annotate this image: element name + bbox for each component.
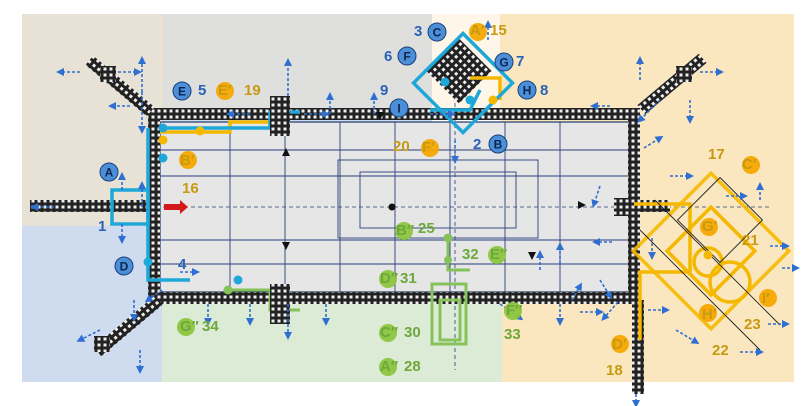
zone-yellow-left (22, 14, 162, 226)
marker-b-prime: B′ (180, 152, 195, 169)
svg-text:I: I (397, 102, 400, 116)
arrow-34 (591, 185, 601, 208)
marker-g-prime: G′ (702, 218, 718, 235)
marker-a-double-prime: A″ (380, 358, 399, 375)
marker-f-double-prime: F″ (506, 302, 523, 319)
arrow-36 (599, 279, 613, 300)
marker-d-double-prime: D″ (380, 270, 399, 287)
step-3: 3 (414, 23, 423, 40)
marker-badge-0 (469, 23, 487, 41)
step-5: 5 (198, 82, 207, 99)
step-18: 18 (606, 362, 623, 379)
marker-e-prime: E′ (218, 82, 232, 99)
step-2: 2 (473, 136, 482, 153)
direction-arrows (30, 20, 800, 406)
marker-a: A (99, 162, 119, 182)
step-22: 22 (712, 342, 729, 359)
step-32: 32 (462, 246, 479, 263)
marker-f: F (397, 46, 417, 66)
cyan-path (110, 31, 515, 282)
step-31: 31 (400, 270, 417, 287)
arrow-42 (601, 301, 619, 322)
step-4: 4 (178, 256, 187, 273)
step-25: 25 (418, 220, 435, 237)
marker-h-prime: H′ (702, 306, 717, 323)
marker-e-double-prime: E″ (490, 246, 508, 263)
step-7: 7 (516, 53, 525, 70)
step-28: 28 (404, 358, 421, 375)
step-6: 6 (384, 48, 393, 65)
marker-e: E (172, 81, 192, 101)
marker-i-prime: I′ (762, 290, 770, 307)
svg-text:F: F (403, 50, 410, 64)
marker-g-double-prime: G″ (180, 318, 199, 335)
svg-text:H: H (523, 84, 532, 98)
marker-badge-6 (700, 218, 718, 236)
arrow-32 (643, 135, 664, 149)
marker-badge-15 (177, 318, 195, 336)
step-23: 23 (744, 316, 761, 333)
step-1: 1 (98, 218, 107, 235)
marker-badge-8 (759, 289, 777, 307)
marker-b: B (488, 134, 508, 154)
truss-south-arm (632, 300, 644, 394)
step-30: 30 (404, 324, 421, 341)
step-16: 16 (182, 180, 199, 197)
orange-diamond-structure (160, 76, 792, 340)
marker-b-double-prime: B″ (396, 222, 415, 239)
truss-west-arm (30, 200, 148, 212)
marker-c-prime: C′ (742, 156, 757, 173)
step-21: 21 (742, 232, 759, 249)
marker-d-prime: D′ (612, 336, 627, 353)
arrow-45 (675, 329, 700, 345)
marker-badge-12 (379, 270, 397, 288)
marker-h: H (517, 80, 537, 100)
marker-badge-4 (216, 82, 234, 100)
marker-c-double-prime: C″ (380, 324, 399, 341)
step-20: 20 (393, 138, 410, 155)
marker-badge-13 (488, 246, 506, 264)
marker-badge-14 (504, 302, 522, 320)
truss-bottom (160, 292, 630, 304)
svg-text:E: E (178, 85, 186, 99)
marker-i: I (389, 98, 409, 118)
step-33: 33 (504, 326, 521, 343)
marker-badge-7 (699, 304, 717, 322)
red-arrow (164, 200, 188, 214)
step-9: 9 (380, 82, 389, 99)
arrow-50 (571, 282, 582, 301)
marker-badge-2 (742, 156, 760, 174)
marker-badge-9 (395, 222, 413, 240)
marker-g: G (494, 52, 514, 72)
step-17: 17 (708, 146, 725, 163)
step-34: 34 (202, 318, 219, 335)
marker-badge-11 (379, 324, 397, 342)
marker-badge-5 (421, 139, 439, 157)
marker-d: D (114, 256, 134, 276)
marker-badge-3 (611, 335, 629, 353)
svg-text:A: A (105, 166, 114, 180)
svg-text:G: G (499, 56, 508, 70)
marker-a-prime: A′ (470, 22, 485, 39)
marker-f-prime: F′ (422, 139, 435, 156)
step-19: 19 (244, 82, 261, 99)
svg-text:D: D (120, 260, 129, 274)
svg-text:C: C (433, 26, 442, 40)
marker-badge-1 (179, 151, 197, 169)
arrow-52 (144, 289, 163, 303)
arrow-10 (76, 329, 101, 342)
truss-left (148, 108, 160, 304)
marker-c: C (427, 22, 447, 42)
marker-badge-10 (379, 358, 397, 376)
step-8: 8 (540, 82, 549, 99)
svg-text:B: B (494, 138, 503, 152)
step-15: 15 (490, 22, 507, 39)
